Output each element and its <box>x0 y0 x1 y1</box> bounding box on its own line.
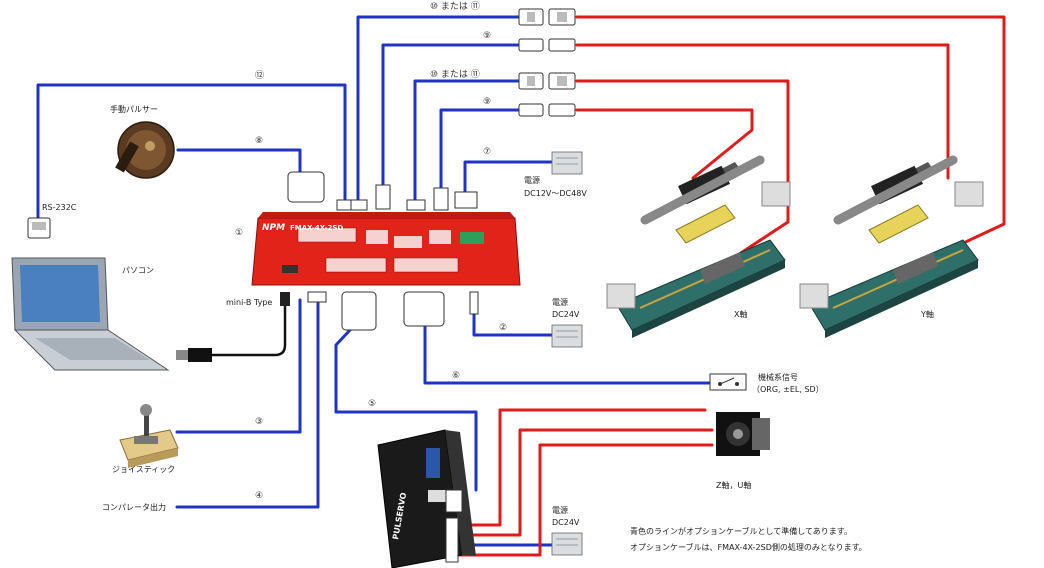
controller-fmax: NPM FMAX-4X-2SD <box>251 212 521 286</box>
cable-10-11-top <box>356 15 521 202</box>
label-usb: mini-B Type <box>226 298 272 307</box>
usb-plug <box>280 292 290 306</box>
cable-2-power <box>472 310 554 337</box>
cable-3-joystick <box>175 298 302 434</box>
label-n10-mid: ⑩ または ⑪ <box>430 69 480 80</box>
joystick-device <box>119 404 179 468</box>
label-n12: ⑫ <box>255 70 264 81</box>
usb-a-connector <box>176 348 212 362</box>
label-x-axis: X軸 <box>734 309 747 319</box>
servo-driver: PULSERVO <box>377 429 476 568</box>
connector-10-11-top <box>518 8 576 26</box>
red-cable-zu-3 <box>456 443 714 557</box>
usb-cable <box>212 305 287 357</box>
controller-model: FMAX-4X-2SD <box>290 224 343 232</box>
plug-9a <box>375 184 391 210</box>
label-n9-top: ⑨ <box>483 31 491 41</box>
label-psu1-volt: DC12V～DC48V <box>524 189 587 198</box>
plug-dsub-8 <box>287 171 325 203</box>
mech-switch <box>709 373 747 391</box>
cable-8-handwheel <box>176 148 302 174</box>
top-connectors <box>518 8 576 117</box>
label-n1: ① <box>235 228 243 238</box>
cable-7-power <box>463 160 554 194</box>
cable-5-driver <box>334 328 478 492</box>
plug-terminal <box>307 291 327 303</box>
red-cable-mid-1 <box>575 79 790 270</box>
cable-12-rs232c <box>36 83 347 220</box>
plug-12 <box>336 199 352 211</box>
cable-9-top <box>381 43 521 187</box>
note-line-1: 青色のラインがオプションケーブルとして準備してあります。 <box>630 526 852 536</box>
label-n3: ③ <box>255 417 263 427</box>
x-axis-stage <box>606 155 791 338</box>
label-y-axis: Y軸 <box>920 309 934 319</box>
plug-10b <box>406 199 426 211</box>
connector-10-11-mid <box>518 72 576 90</box>
controller-brand: NPM <box>262 223 285 233</box>
label-psu3-volt: DC24V <box>552 518 580 527</box>
controller-bottom-connectors <box>280 291 479 331</box>
red-cable-zu-2 <box>456 428 714 537</box>
label-n4: ④ <box>255 491 263 501</box>
psu-2 <box>551 324 583 348</box>
plug-2-power <box>469 291 479 315</box>
label-pc: パソコン <box>122 266 154 275</box>
label-mech-signal: 機械系信号 <box>758 372 798 382</box>
red-cable-mid-2 <box>575 108 754 180</box>
laptop-pc <box>11 257 170 371</box>
label-handwheel: 手動パルサー <box>110 104 158 114</box>
y-axis-stage <box>799 155 984 338</box>
cable-6-mech-signal <box>423 323 712 385</box>
label-psu2-title: 電源 <box>552 298 568 307</box>
label-n9-mid: ⑨ <box>483 97 491 107</box>
number-labels: ⑩ または ⑪ ⑨ ⑫ ⑩ または ⑪ ⑨ ⑧ ⑦ ① ② ⑥ ⑤ ③ ④ <box>235 1 507 501</box>
red-cable-top-2 <box>575 43 950 180</box>
red-cable-zu-1 <box>456 408 707 527</box>
label-mech-signal-detail: （ORG, ±EL, SD） <box>752 385 824 394</box>
connector-9-top <box>518 38 576 52</box>
label-n7: ⑦ <box>483 147 491 157</box>
blue-cables <box>36 15 712 547</box>
cable-9-mid <box>439 108 521 190</box>
label-n10-top: ⑩ または ⑪ <box>430 1 480 12</box>
label-n2: ② <box>499 323 507 333</box>
label-psu1-title: 電源 <box>524 176 540 185</box>
psu-3 <box>551 532 583 556</box>
plug-7 <box>454 191 478 209</box>
handwheel-device <box>115 121 175 179</box>
label-n6: ⑥ <box>452 371 460 381</box>
cable-4-comparator <box>175 298 320 509</box>
label-comparator: コンパレータ出力 <box>102 502 166 512</box>
psu-1 <box>551 151 583 175</box>
plug-10a <box>350 199 368 211</box>
label-psu2-volt: DC24V <box>552 310 580 319</box>
label-n5: ⑤ <box>368 399 376 409</box>
text-labels: 手動パルサー RS-232C パソコン mini-B Type ジョイスティック… <box>42 104 934 552</box>
red-cable-top-1 <box>575 15 1006 270</box>
label-rs232c: RS-232C <box>42 203 77 212</box>
plug-5-driver <box>341 291 377 331</box>
note-line-2: オプションケーブルは、FMAX-4X-2SD側の処理のみとなります。 <box>630 542 867 552</box>
cable-10-11-mid <box>413 79 521 202</box>
plug-9b <box>433 187 449 211</box>
label-psu3-title: 電源 <box>552 506 568 515</box>
controller-cable-plugs <box>287 171 478 211</box>
label-n8: ⑧ <box>255 136 263 146</box>
servo-motor <box>716 412 770 456</box>
label-zu-axis: Z軸，U軸 <box>716 480 751 490</box>
label-joystick: ジョイスティック <box>112 465 175 474</box>
rs232c-connector <box>27 217 51 239</box>
connector-9-mid <box>518 103 576 117</box>
plug-6-mech <box>403 291 445 327</box>
